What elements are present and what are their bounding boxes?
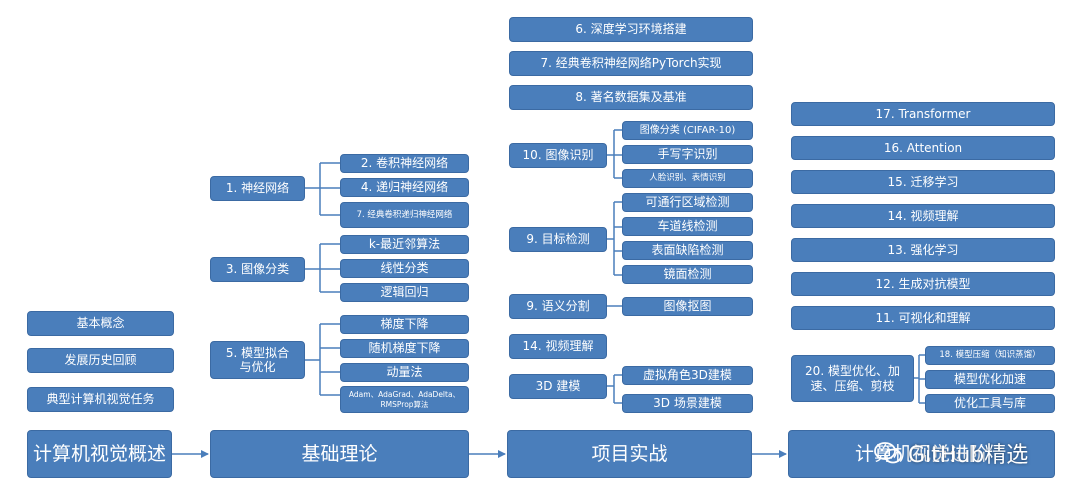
bracket-recog — [607, 129, 622, 179]
theory-nn-child[interactable]: 7. 经典卷积递归神经网络 — [340, 202, 469, 228]
bracket-compress — [914, 354, 925, 404]
theory-nn-child[interactable]: 4. 递归神经网络 — [340, 178, 469, 197]
practice-detect[interactable]: 9. 目标检测 — [509, 227, 607, 252]
watermark-text: GitHub精选 — [908, 443, 1029, 468]
bracket-3d — [607, 374, 622, 404]
advanced-topic[interactable]: 11. 可视化和理解 — [791, 306, 1055, 330]
stage-theory[interactable]: 基础理论 — [210, 430, 469, 478]
practice-video[interactable]: 14. 视频理解 — [509, 334, 607, 359]
advanced-topic[interactable]: 16. Attention — [791, 136, 1055, 160]
practice-recog[interactable]: 10. 图像识别 — [509, 143, 607, 168]
practice-seg-child[interactable]: 图像抠图 — [622, 297, 753, 316]
overview-history[interactable]: 发展历史回顾 — [27, 348, 174, 373]
theory-cls-child[interactable]: 逻辑回归 — [340, 283, 469, 302]
practice-recog-child[interactable]: 人脸识别、表情识别 — [622, 169, 753, 188]
practice-recog-child[interactable]: 图像分类 (CIFAR-10) — [622, 121, 753, 140]
theory-fit[interactable]: 5. 模型拟合与优化 — [210, 341, 305, 379]
practice-datasets[interactable]: 8. 著名数据集及基准 — [509, 85, 753, 110]
theory-cls[interactable]: 3. 图像分类 — [210, 257, 305, 282]
practice-detect-child[interactable]: 可通行区域检测 — [622, 193, 753, 212]
theory-fit-child[interactable]: 动量法 — [340, 363, 469, 382]
theory-fit-child[interactable]: 随机梯度下降 — [340, 339, 469, 358]
stage-practice[interactable]: 项目实战 — [507, 430, 752, 478]
bracket-fit — [305, 323, 340, 396]
practice-detect-child[interactable]: 表面缺陷检测 — [622, 241, 753, 260]
advanced-compress-child[interactable]: 优化工具与库 — [925, 394, 1055, 413]
advanced-compress[interactable]: 20. 模型优化、加速、压缩、剪枝 — [791, 355, 914, 402]
advanced-topic[interactable]: 17. Transformer — [791, 102, 1055, 126]
bracket-cls — [305, 243, 340, 293]
theory-cls-child[interactable]: k-最近邻算法 — [340, 235, 469, 254]
advanced-compress-child[interactable]: 模型优化加速 — [925, 370, 1055, 389]
overview-tasks[interactable]: 典型计算机视觉任务 — [27, 387, 174, 412]
theory-fit-child[interactable]: 梯度下降 — [340, 315, 469, 334]
overview-basic[interactable]: 基本概念 — [27, 311, 174, 336]
practice-3d-child[interactable]: 3D 场景建模 — [622, 394, 753, 413]
wechat-icon — [874, 442, 902, 464]
theory-nn-child[interactable]: 2. 卷积神经网络 — [340, 154, 469, 173]
theory-cls-child[interactable]: 线性分类 — [340, 259, 469, 278]
practice-pytorch[interactable]: 7. 经典卷积神经网络PyTorch实现 — [509, 51, 753, 76]
practice-detect-child[interactable]: 镜面检测 — [622, 265, 753, 284]
watermark: GitHub精选 — [874, 436, 1028, 470]
practice-3d-child[interactable]: 虚拟角色3D建模 — [622, 366, 753, 385]
theory-nn[interactable]: 1. 神经网络 — [210, 176, 305, 201]
advanced-compress-child[interactable]: 18. 模型压缩（知识蒸馏） — [925, 346, 1055, 365]
advanced-topic[interactable]: 15. 迁移学习 — [791, 170, 1055, 194]
practice-env[interactable]: 6. 深度学习环境搭建 — [509, 17, 753, 42]
bracket-nn — [305, 162, 340, 216]
practice-recog-child[interactable]: 手写字识别 — [622, 145, 753, 164]
practice-detect-child[interactable]: 车道线检测 — [622, 217, 753, 236]
advanced-topic[interactable]: 12. 生成对抗模型 — [791, 272, 1055, 296]
theory-fit-child[interactable]: Adam、AdaGrad、AdaDelta、RMSProp算法 — [340, 386, 469, 413]
stage-overview[interactable]: 计算机视觉概述 — [27, 430, 172, 478]
practice-3d[interactable]: 3D 建模 — [509, 374, 607, 399]
advanced-topic[interactable]: 13. 强化学习 — [791, 238, 1055, 262]
advanced-topic[interactable]: 14. 视频理解 — [791, 204, 1055, 228]
practice-seg[interactable]: 9. 语义分割 — [509, 294, 607, 319]
bracket-detect — [607, 201, 622, 276]
